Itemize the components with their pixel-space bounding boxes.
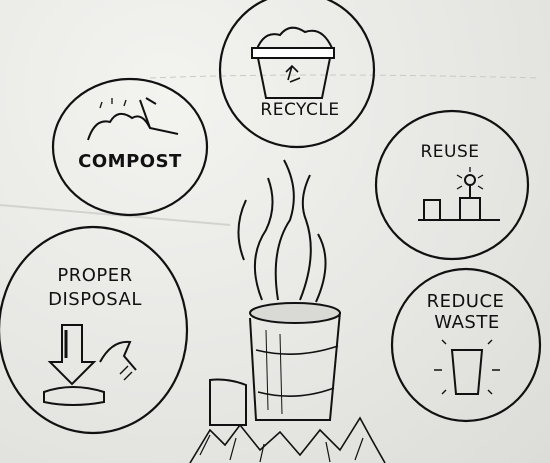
recycle-node xyxy=(220,0,374,147)
proper-disposal-label-line2: DISPOSAL xyxy=(25,289,165,310)
compost-pile-icon xyxy=(88,98,178,140)
plant-pots-icon xyxy=(418,167,500,220)
reduce-waste-label-line1: REDUCE xyxy=(408,291,523,312)
proper-disposal-label-line1: PROPER xyxy=(30,265,160,286)
recycle-label: RECYCLE xyxy=(245,100,355,120)
compost-label: COMPOST xyxy=(60,151,200,172)
burning-barrel-icon xyxy=(190,160,385,463)
reuse-label: REUSE xyxy=(405,142,495,162)
proper-disposal-node xyxy=(0,227,187,433)
compost-node xyxy=(53,79,207,215)
reduce-waste-label-line2: WASTE xyxy=(412,312,522,333)
glass-icon xyxy=(434,340,500,394)
disposal-arrow-icon xyxy=(44,325,136,405)
reuse-node xyxy=(376,111,528,259)
recycle-bin-icon xyxy=(252,28,334,98)
